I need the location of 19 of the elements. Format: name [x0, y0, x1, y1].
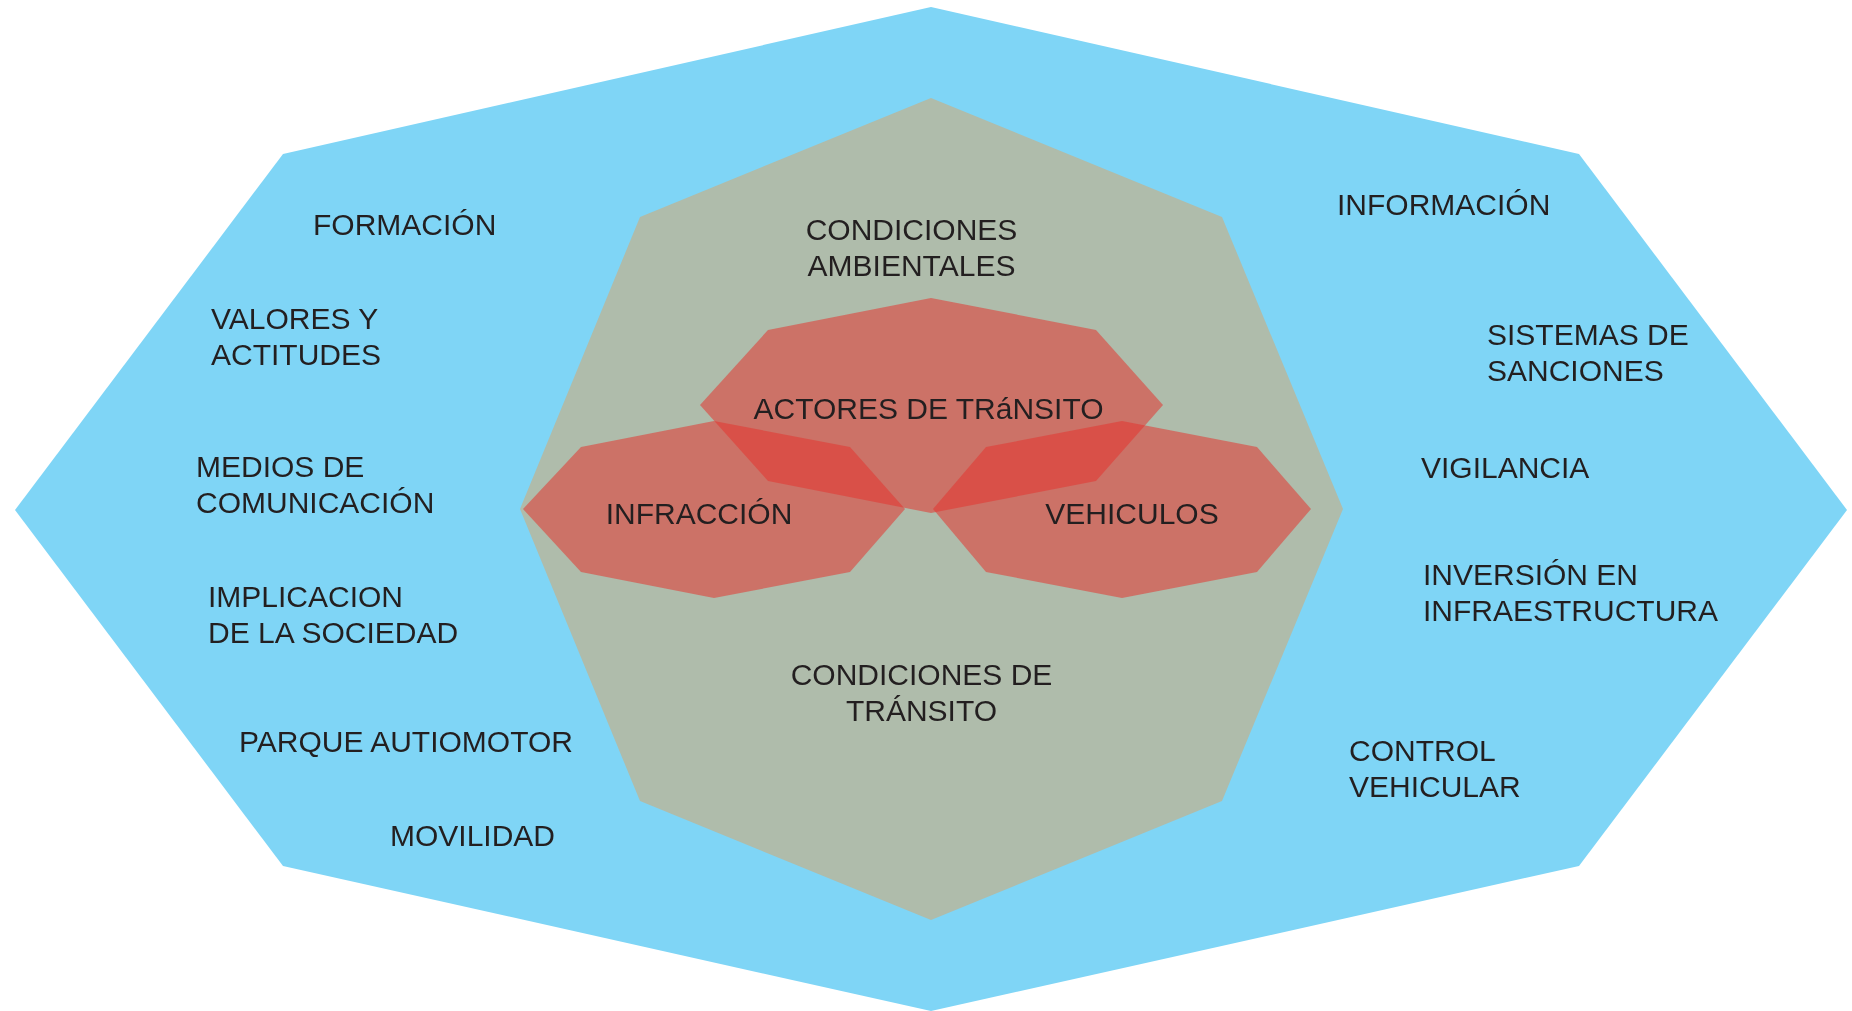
region-label: INFRACCIÓN — [605, 495, 793, 532]
region-label: IMPLICACION DE LA SOCIEDAD — [208, 579, 459, 651]
region-label: SISTEMAS DE SANCIONES — [1487, 317, 1689, 389]
octagon-panel — [15, 7, 1847, 1011]
region-label: CONDICIONES DE TRÁNSITO — [790, 657, 1053, 729]
region-label: MEDIOS DE COMUNICACIÓN — [196, 449, 435, 521]
region-label: CONTROL VEHICULAR — [1349, 733, 1521, 805]
region-label: FORMACIÓN — [313, 207, 497, 243]
hexagon-shape — [523, 420, 905, 598]
region-label: INFORMACIÓN — [1337, 187, 1551, 223]
region-label: ACTORES DE TRáNSITO — [753, 390, 1104, 427]
region-label: MOVILIDAD — [390, 818, 556, 854]
region-label: VIGILANCIA — [1421, 450, 1590, 486]
hexagon-shape — [933, 420, 1311, 598]
region-label: INVERSIÓN EN INFRAESTRUCTURA — [1423, 557, 1718, 629]
region-label: PARQUE AUTIOMOTOR — [239, 724, 573, 760]
region-label: VEHICULOS — [1045, 495, 1219, 532]
region-label: VALORES Y ACTITUDES — [211, 301, 381, 373]
region-label: CONDICIONES AMBIENTALES — [805, 212, 1018, 284]
